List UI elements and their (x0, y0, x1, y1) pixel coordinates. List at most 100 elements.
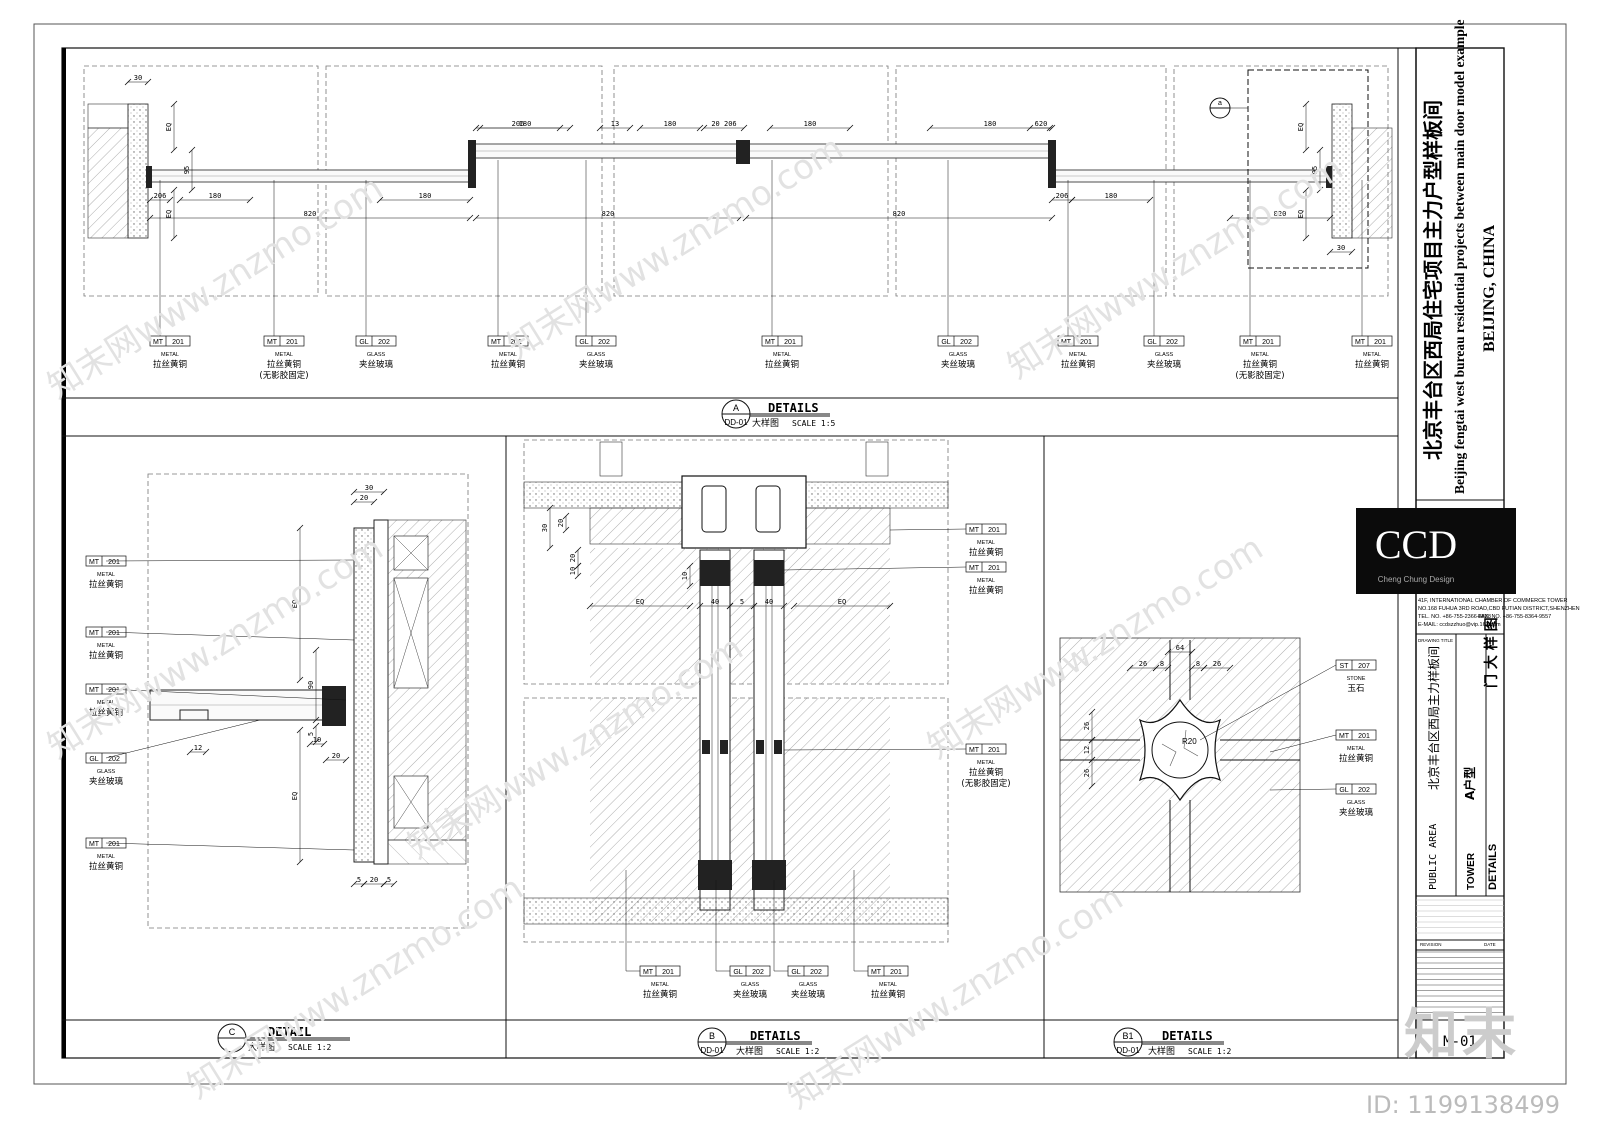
svg-text:MT: MT (1355, 339, 1366, 346)
svg-text:MT: MT (969, 565, 980, 572)
svg-text:GLASS: GLASS (1347, 800, 1366, 806)
dim-180: 180 (476, 120, 574, 132)
dim-180: 180 (766, 120, 854, 132)
title-cn: 北京丰台区西局住宅项目主力户型样板间 (1421, 100, 1445, 460)
svg-text:METAL: METAL (97, 700, 115, 706)
svg-text:MT: MT (267, 339, 278, 346)
svg-text:201: 201 (108, 630, 120, 637)
sheet-number: M-01 (1443, 1034, 1477, 1050)
svg-text:拉丝黄铜: 拉丝黄铜 (643, 989, 677, 1000)
svg-text:201: 201 (1262, 339, 1274, 346)
svg-text:A: A (733, 403, 739, 413)
unit-cn: A户型 (1462, 767, 1477, 800)
svg-text:METAL: METAL (97, 643, 115, 649)
svg-text:180: 180 (419, 192, 432, 200)
dim-eq: EQ (1297, 186, 1310, 242)
details-en: DETAILS (1487, 844, 1499, 890)
svg-text:(无影胶固定): (无影胶固定) (961, 778, 1010, 789)
svg-text:180: 180 (804, 120, 817, 128)
svg-text:METAL: METAL (1347, 746, 1365, 752)
svg-text:180: 180 (209, 192, 222, 200)
svg-text:MT: MT (765, 339, 776, 346)
svg-text:201: 201 (108, 841, 120, 848)
svg-text:GLASS: GLASS (949, 352, 968, 358)
svg-text:拉丝黄铜: 拉丝黄铜 (491, 359, 525, 370)
dim-5: 5 (350, 876, 368, 888)
dim-eq: EQ (291, 524, 304, 684)
svg-text:8: 8 (1196, 660, 1200, 668)
dim-30: 30 (350, 484, 388, 496)
svg-text:STONE: STONE (1347, 676, 1366, 682)
svg-text:95: 95 (1311, 166, 1319, 174)
svg-text:EQ: EQ (291, 600, 299, 608)
dim-820: 820 (472, 210, 744, 222)
svg-text:夹丝玻璃: 夹丝玻璃 (359, 359, 394, 370)
dim-13: 13 (596, 120, 634, 132)
svg-text:玉石: 玉石 (1347, 684, 1364, 694)
svg-text:26: 26 (1083, 769, 1091, 777)
svg-text:大样图: 大样图 (1148, 1045, 1175, 1056)
dim-5: 5 (726, 598, 758, 610)
svg-text:MT: MT (153, 339, 164, 346)
title-block: CCD Cheng Chung Design 41F, INTERNATIONA… (1356, 47, 1580, 1059)
svg-text:拉丝黄铜: 拉丝黄铜 (871, 989, 905, 1000)
svg-text:202: 202 (1358, 787, 1370, 794)
svg-text:GLASS: GLASS (367, 352, 386, 358)
svg-text:拉丝黄铜: 拉丝黄铜 (153, 359, 187, 370)
dim-eq: EQ (1297, 100, 1310, 154)
svg-text:20: 20 (370, 876, 378, 884)
svg-text:SCALE 1:5: SCALE 1:5 (792, 419, 836, 428)
svg-text:a: a (1218, 100, 1222, 107)
svg-text:EQ: EQ (165, 123, 173, 131)
svg-text:EQ: EQ (1297, 123, 1305, 131)
svg-text:820: 820 (893, 210, 906, 218)
dim-30: 30 (1326, 244, 1356, 256)
svg-text:207: 207 (1358, 663, 1370, 670)
dim-10: 10 (681, 562, 694, 590)
svg-text:MT: MT (1339, 733, 1350, 740)
firm-logo: CCD (1375, 522, 1457, 567)
svg-text:夹丝玻璃: 夹丝玻璃 (1339, 807, 1374, 818)
svg-text:拉丝黄铜: 拉丝黄铜 (89, 650, 123, 661)
svg-text:180: 180 (984, 120, 997, 128)
svg-text:METAL: METAL (773, 352, 791, 358)
svg-text:202: 202 (1166, 339, 1178, 346)
dim-20: 20 (569, 546, 582, 570)
svg-text:夹丝玻璃: 夹丝玻璃 (1147, 359, 1182, 370)
svg-text:202: 202 (598, 339, 610, 346)
svg-text:EQ: EQ (838, 598, 846, 606)
svg-text:夹丝玻璃: 夹丝玻璃 (89, 776, 124, 787)
svg-text:DETAILS: DETAILS (1162, 1029, 1213, 1043)
svg-text:METAL: METAL (977, 578, 995, 584)
svg-text:大样图: 大样图 (248, 1041, 275, 1052)
svg-text:拉丝黄铜: 拉丝黄铜 (1339, 753, 1373, 764)
section-title-c: C DETAIL 大样图 SCALE 1:2 (217, 1023, 350, 1053)
svg-text:REVISION: REVISION (1420, 942, 1442, 947)
svg-text:GLASS: GLASS (587, 352, 606, 358)
svg-text:10: 10 (681, 572, 689, 580)
dim-26: 26 (1200, 660, 1234, 672)
svg-text:10: 10 (569, 567, 577, 575)
detail-a: a (83, 65, 1393, 297)
svg-text:大样图: 大样图 (736, 1045, 763, 1056)
svg-text:SCALE 1:2: SCALE 1:2 (288, 1043, 332, 1052)
svg-text:30: 30 (541, 524, 549, 532)
detail-c (147, 473, 469, 929)
svg-text:拉丝黄铜: 拉丝黄铜 (89, 861, 123, 872)
svg-text:201: 201 (1374, 339, 1386, 346)
dim-820: 820 (146, 210, 474, 222)
svg-text:40: 40 (711, 598, 719, 606)
svg-text:GLASS: GLASS (741, 982, 760, 988)
dim-eq: EQ (790, 598, 894, 610)
dim-180: 180 (636, 120, 704, 132)
svg-text:12: 12 (194, 744, 202, 752)
svg-text:201: 201 (172, 339, 184, 346)
svg-text:TEL. NO. +86-755-2366-8888: TEL. NO. +86-755-2366-8888 (1418, 614, 1491, 620)
svg-text:5: 5 (357, 876, 361, 884)
